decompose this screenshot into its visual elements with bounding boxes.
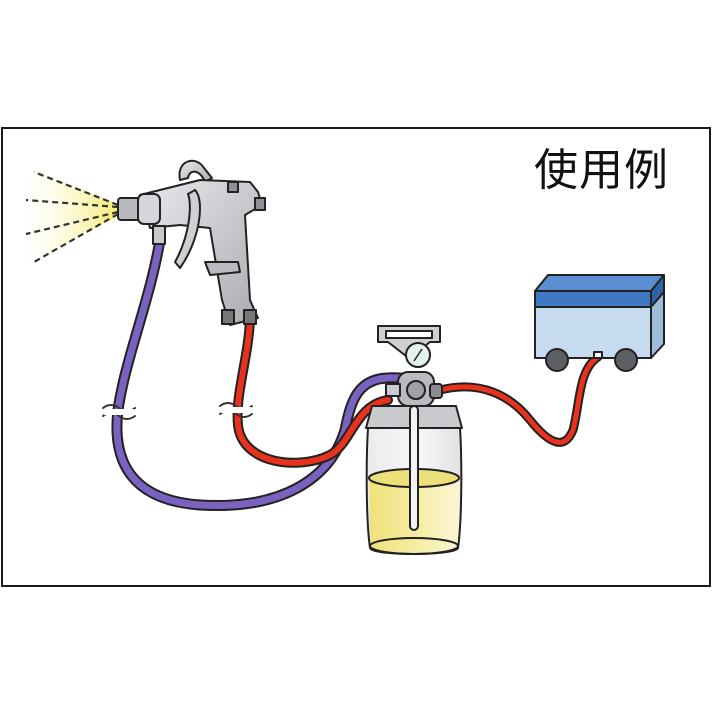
spray-gun [117,159,266,326]
compressor [534,274,665,372]
air-hose-gun [219,315,393,468]
fluid-hose [102,234,406,512]
spray-mist [25,168,120,265]
pressure-tank [365,325,463,555]
diagram-title: 使用例 [534,145,669,196]
air-hose-compressor [435,352,603,447]
